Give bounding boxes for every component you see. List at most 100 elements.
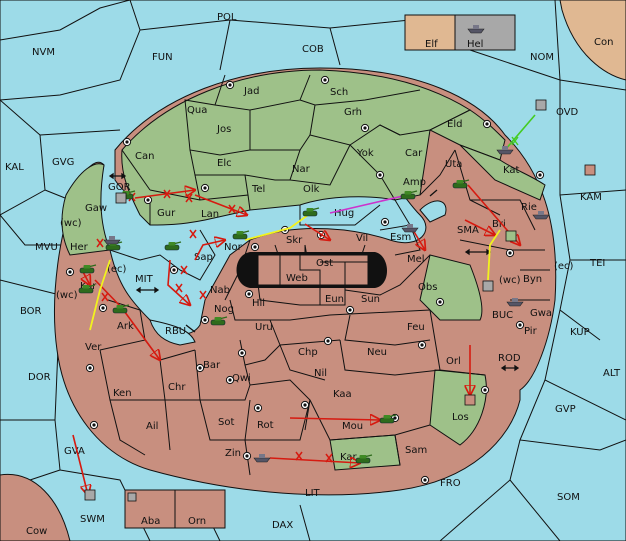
label-neu: Neu <box>367 347 387 358</box>
label-kup: KUP <box>570 327 590 338</box>
label-nvm: NVM <box>32 47 55 58</box>
label-mit: MIT <box>135 274 154 285</box>
label-amp: Amp <box>403 177 426 188</box>
label-sap: Sap <box>194 252 213 263</box>
region-her-gaw[interactable] <box>61 163 111 256</box>
label-fun: FUN <box>152 52 173 63</box>
label-gur: Gur <box>157 208 176 219</box>
label-lan: Lan <box>201 209 219 220</box>
label-skr: Skr <box>286 235 303 246</box>
label-cob: COB <box>302 44 324 55</box>
region-labels: POL NVM FUN COB NOM Con Elf Hel OVD KAL … <box>5 12 621 537</box>
label-gvg: GVG <box>52 157 74 168</box>
label-gaw: Gaw <box>85 203 107 214</box>
label-ec1: (ec) <box>107 264 127 275</box>
label-yok: Yok <box>356 148 374 159</box>
label-ost: Ost <box>316 258 333 269</box>
region-kat[interactable] <box>459 144 546 201</box>
label-hil: Hil <box>252 298 265 309</box>
label-nom: NOM <box>530 52 554 63</box>
label-bor: BOR <box>20 306 42 317</box>
label-elc: Elc <box>217 158 232 169</box>
label-can: Can <box>135 151 154 162</box>
label-nor: Nor <box>224 242 243 253</box>
label-dax: DAX <box>272 520 293 531</box>
label-mel: Mel <box>407 254 425 265</box>
label-fro: FRO <box>440 478 461 489</box>
label-gva: GVA <box>64 446 85 457</box>
label-los: Los <box>452 412 469 423</box>
label-wc3: (wc) <box>56 290 78 301</box>
convoy-order <box>504 114 536 151</box>
label-uta: Uta <box>445 159 462 170</box>
label-kaa: Kaa <box>333 389 352 400</box>
sea-rbu-pocket <box>149 319 196 346</box>
label-sun: Sun <box>361 294 380 305</box>
label-alt: ALT <box>603 368 621 379</box>
label-qua: Qua <box>187 105 207 116</box>
label-lit: LIT <box>305 488 321 499</box>
region-orn[interactable] <box>174 489 226 529</box>
label-gwa: Gwa <box>530 308 552 319</box>
label-zin: Zin <box>225 448 241 459</box>
label-obs: Obs <box>418 282 437 293</box>
label-nil: Nil <box>314 368 327 379</box>
region-hel[interactable] <box>454 14 516 51</box>
label-con: Con <box>594 37 613 48</box>
label-ark: Ark <box>117 321 134 332</box>
label-mou: Mou <box>342 421 363 432</box>
label-rot: Rot <box>257 420 274 431</box>
label-hel: Hel <box>467 39 483 50</box>
label-her: Her <box>70 242 89 253</box>
label-aba: Aba <box>141 516 160 527</box>
label-wc1: (wc) <box>60 218 82 229</box>
label-orl: Orl <box>446 356 461 367</box>
label-ec2: (ec) <box>554 261 574 272</box>
label-orn: Orn <box>188 516 206 527</box>
label-vil: Vil <box>356 233 368 244</box>
label-kam: KAM <box>580 192 602 203</box>
label-pol: POL <box>217 12 237 23</box>
label-byn: Byn <box>523 274 542 285</box>
label-ail: Ail <box>146 421 158 432</box>
label-nab: Nab <box>210 285 230 296</box>
label-nar: Nar <box>292 164 311 175</box>
label-sot: Sot <box>218 417 234 428</box>
label-dor: DOR <box>28 372 51 383</box>
label-som: SOM <box>557 492 580 503</box>
label-grh: Grh <box>344 107 362 118</box>
label-uru: Uru <box>255 322 273 333</box>
label-cow: Cow <box>26 526 47 537</box>
label-sma: SMA <box>457 225 479 236</box>
label-tei: TEI <box>589 258 605 269</box>
label-mvu: MVU <box>35 242 58 253</box>
label-rod: ROD <box>498 353 521 364</box>
label-qwi: Qwi <box>232 373 251 384</box>
label-wc2: (wc) <box>499 275 521 286</box>
label-eld: Eld <box>447 119 462 130</box>
label-ovd: OVD <box>556 107 579 118</box>
flag-markers <box>84 99 596 502</box>
sea-sma-pocket <box>419 200 447 223</box>
label-sch: Sch <box>330 87 348 98</box>
label-esm: Esm <box>390 232 411 243</box>
label-kal: KAL <box>5 162 24 173</box>
label-rie: Rie <box>521 202 537 213</box>
label-hug: Hug <box>334 208 354 219</box>
label-tel: Tel <box>251 184 265 195</box>
label-bar: Bar <box>203 360 221 371</box>
label-chr: Chr <box>168 382 186 393</box>
convoy-cut <box>511 136 519 146</box>
label-swm: SWM <box>80 514 105 525</box>
support-orders <box>89 214 501 331</box>
connector-arrows <box>108 172 520 372</box>
label-gor: GOR <box>108 182 131 193</box>
region-obs[interactable] <box>419 254 483 321</box>
label-chp: Chp <box>298 347 318 358</box>
label-gvp: GVP <box>555 404 576 415</box>
label-sam: Sam <box>405 445 427 456</box>
label-rbu: RBU <box>165 326 186 337</box>
label-jad: Jad <box>243 86 259 97</box>
